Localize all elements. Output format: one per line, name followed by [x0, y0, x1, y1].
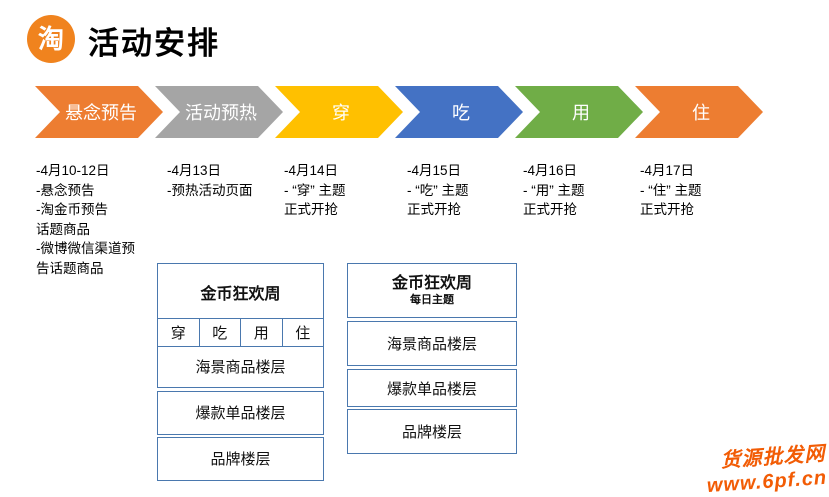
chevron-stage-2 [155, 86, 283, 138]
note-line: -微博微信渠道预 [36, 241, 135, 256]
table1-title: 金币狂欢周 [157, 263, 324, 320]
table2-row: 海景商品楼层 [347, 321, 517, 366]
stage-notes-2: -4月13日 -预热活动页面 [167, 161, 253, 200]
stage-label-3: 穿 [332, 103, 350, 123]
table1-row: 海景商品楼层 [157, 345, 324, 388]
note-line: 话题商品 [36, 221, 90, 237]
theme-cell: 住 [295, 325, 311, 343]
chevron-stage-4 [395, 86, 523, 138]
note-line: -淘金币预告 [36, 202, 108, 217]
table2-subtitle: 每日主题 [410, 293, 454, 306]
note-line: - “吃” 主题 [407, 182, 469, 198]
note-line: - “住” 主题 [640, 182, 702, 198]
chevron-stage-1 [35, 86, 163, 138]
note-line: 正式开抢 [640, 202, 694, 217]
page-title: 活动安排 [88, 26, 220, 61]
note-line: - “穿” 主题 [284, 182, 346, 198]
note-line: -4月13日 [167, 163, 222, 178]
stage-notes-4: -4月15日 - “吃” 主题 正式开抢 [407, 161, 469, 220]
table1-row: 爆款单品楼层 [157, 390, 324, 435]
stage-label-2: 活动预热 [185, 103, 257, 123]
table2-row: 品牌楼层 [347, 409, 517, 454]
chevron-stage-5 [515, 86, 643, 138]
theme-cell: 吃 [200, 319, 241, 347]
note-line: 正式开抢 [284, 202, 338, 217]
table2-row: 爆款单品楼层 [347, 369, 517, 407]
stage-notes-5: -4月16日 - “用” 主题 正式开抢 [523, 161, 585, 220]
note-line: -悬念预告 [36, 182, 95, 198]
note-line: -4月15日 [407, 163, 462, 178]
logo-character: 淘 [37, 24, 64, 54]
table2-header: 金币狂欢周 每日主题 [347, 263, 517, 318]
taobao-logo-icon: 淘 [27, 15, 75, 63]
stage-label-5: 用 [572, 103, 590, 123]
note-line: 正式开抢 [523, 202, 577, 217]
chevron-stage-3 [275, 86, 403, 138]
note-line: -4月14日 [284, 163, 339, 178]
stage-label-1: 悬念预告 [65, 102, 137, 123]
stage-notes-1: -4月10-12日 -悬念预告 -淘金币预告 话题商品 -微博微信渠道预 告话题… [36, 161, 135, 278]
note-line: -预热活动页面 [167, 182, 253, 198]
table1-row: 品牌楼层 [157, 436, 324, 481]
stage-notes-6: -4月17日 - “住” 主题 正式开抢 [640, 161, 702, 220]
coin-week-table-2: 金币狂欢周 每日主题 海景商品楼层 爆款单品楼层 品牌楼层 [347, 263, 517, 454]
note-line: 正式开抢 [407, 202, 461, 217]
coin-week-table-1: 金币狂欢周 穿 吃 用 住 海景商品楼层 爆款单品楼层 品牌楼层 [157, 263, 324, 481]
note-line: -4月10-12日 [36, 163, 110, 178]
stage-label-6: 住 [692, 103, 710, 123]
chevron-stage-6 [635, 86, 763, 138]
theme-cell: 用 [241, 319, 283, 347]
note-line: 告话题商品 [36, 260, 104, 276]
table1-theme-row: 穿 吃 用 住 [157, 318, 324, 348]
stage-notes-3: -4月14日 - “穿” 主题 正式开抢 [284, 161, 346, 220]
watermark: 货源批发网 www.6pf.cn [704, 442, 828, 497]
note-line: - “用” 主题 [523, 182, 585, 198]
note-line: -4月17日 [640, 163, 695, 178]
timeline-chevrons: 悬念预告 活动预热 穿 吃 用 住 [35, 86, 763, 138]
theme-cell: 穿 [158, 319, 200, 347]
note-line: -4月16日 [523, 163, 578, 178]
stage-label-4: 吃 [452, 103, 470, 123]
table2-title: 金币狂欢周 [391, 274, 472, 292]
